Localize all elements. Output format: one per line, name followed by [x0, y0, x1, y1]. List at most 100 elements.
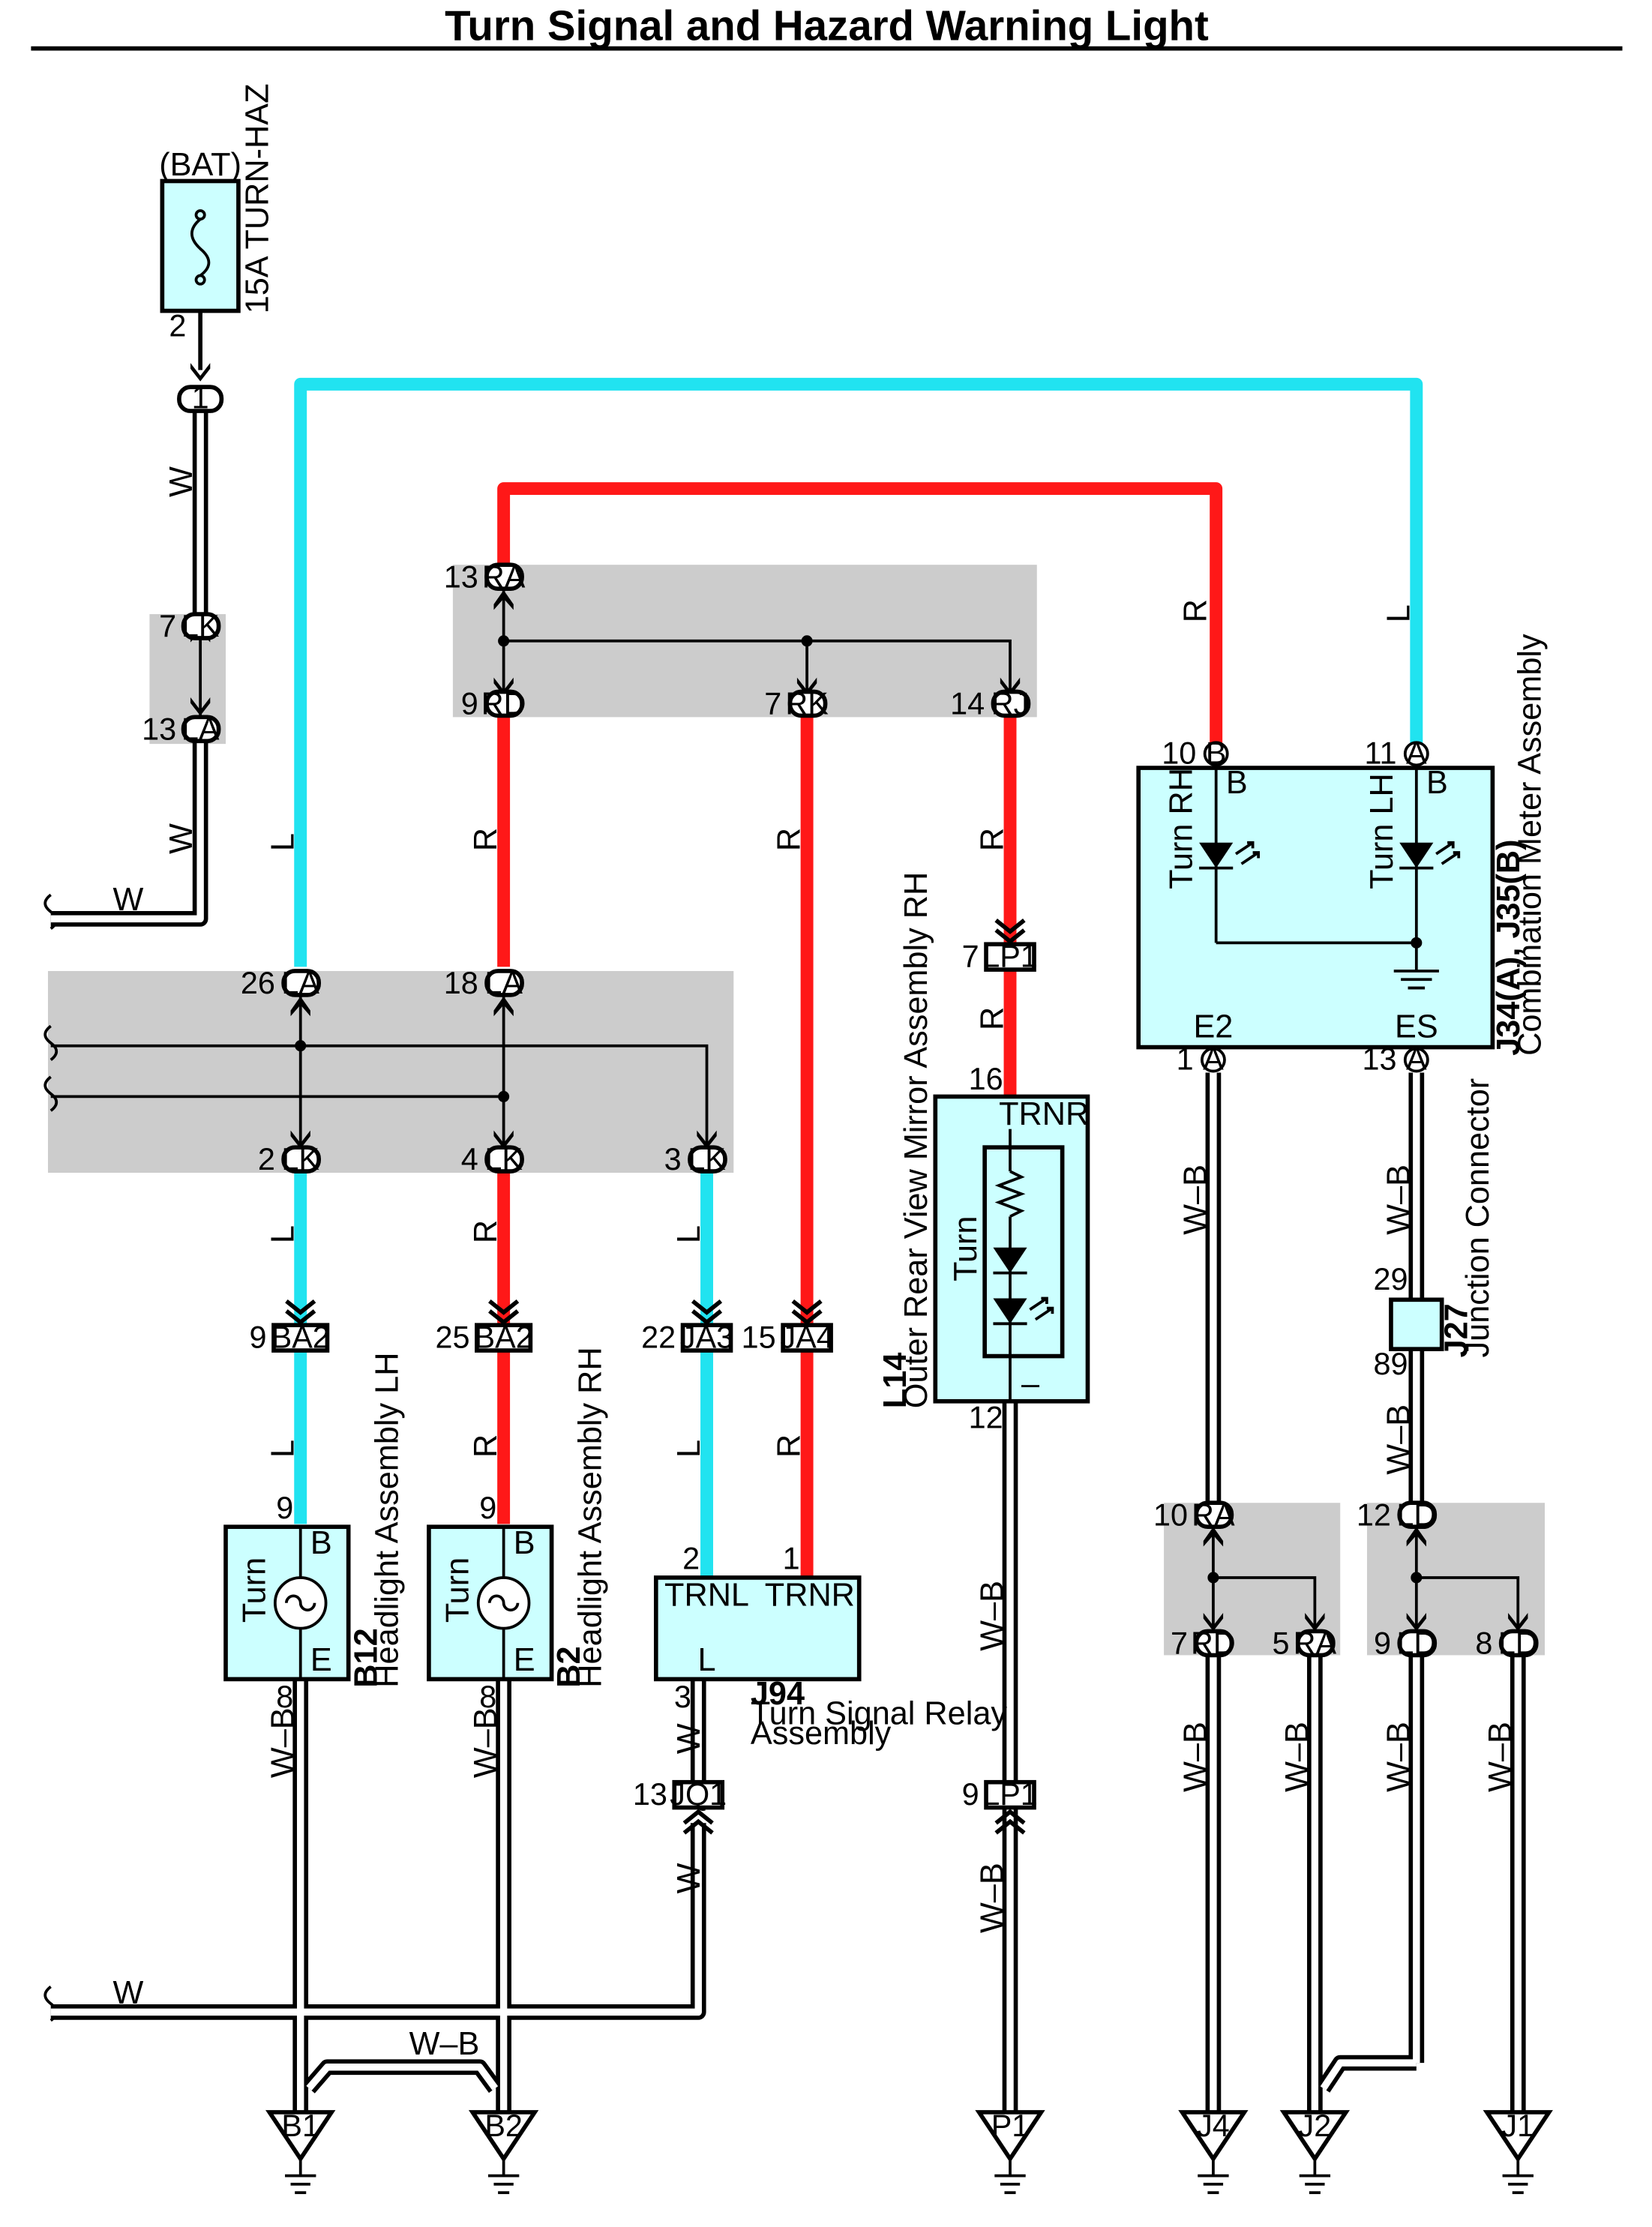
combination-meter: B B Turn RH Turn LH E2 ES J34(A), J35(B)…	[1136, 634, 1548, 1077]
svg-text:E: E	[514, 1642, 535, 1678]
svg-text:J1: J1	[1501, 2109, 1534, 2143]
svg-text:BA2: BA2	[271, 1320, 330, 1354]
svg-text:R: R	[468, 828, 504, 851]
svg-text:9: 9	[250, 1320, 267, 1354]
svg-text:RA: RA	[1294, 1626, 1337, 1661]
svg-text:L: L	[671, 1225, 707, 1243]
svg-text:W: W	[671, 1863, 707, 1893]
headlight-rh: B E Turn 9 8 B2 Headlight Assembly RH	[427, 1347, 608, 1714]
wire-color-labels: W W W L R R R R R L L R L L R L R W W W …	[113, 466, 1519, 2062]
svg-text:22: 22	[641, 1320, 676, 1354]
ground-j1: J1	[1483, 2109, 1553, 2195]
svg-text:L: L	[1381, 604, 1417, 622]
svg-text:89: 89	[1374, 1347, 1408, 1381]
connector-ld9: LD9	[1374, 1626, 1438, 1661]
headlight-lh-code: B12	[348, 1628, 384, 1687]
svg-text:R: R	[975, 1007, 1011, 1030]
bat-source-label: (BAT)	[159, 147, 241, 183]
svg-text:W–B: W–B	[409, 2026, 480, 2062]
svg-text:E2: E2	[1193, 1009, 1233, 1045]
svg-text:13: 13	[633, 1777, 667, 1812]
svg-text:12: 12	[1357, 1497, 1391, 1532]
svg-text:1: 1	[192, 380, 209, 415]
svg-text:W–B: W–B	[1178, 1164, 1214, 1235]
svg-text:LD: LD	[1396, 1497, 1436, 1532]
meter-code: J34(A), J35(B)	[1491, 839, 1527, 1055]
svg-text:LK: LK	[281, 1142, 319, 1176]
ground-b2: B2	[468, 2109, 539, 2195]
turn-signal-relay: TRNL TRNR L 2 1 3 J94 Turn Signal Relay …	[653, 1542, 1007, 1752]
svg-text:W–B: W–B	[1381, 1164, 1417, 1235]
svg-text:P1: P1	[991, 2109, 1030, 2143]
svg-text:W–B: W–B	[1381, 1722, 1417, 1792]
headlight-lh: B E Turn 9 8 B12 Headlight Assembly LH	[223, 1353, 406, 1714]
svg-text:3: 3	[674, 1680, 691, 1714]
svg-text:W: W	[113, 882, 144, 918]
svg-text:Turn: Turn	[237, 1557, 273, 1623]
svg-text:Turn: Turn	[440, 1557, 476, 1623]
svg-text:W–B: W–B	[468, 1707, 504, 1778]
relay-name-line2: Assembly	[751, 1716, 892, 1752]
svg-text:Turn LH: Turn LH	[1364, 773, 1400, 889]
svg-text:16: 16	[969, 1062, 1003, 1096]
ground-j4: J4	[1178, 2109, 1249, 2195]
svg-text:JA3: JA3	[680, 1320, 733, 1354]
svg-text:12: 12	[969, 1401, 1003, 1435]
svg-text:4: 4	[461, 1142, 478, 1176]
mirror-name: Outer Rear View Mirror Assembly RH	[898, 872, 934, 1408]
splice-top: 1	[177, 380, 224, 415]
svg-text:11: 11	[1365, 736, 1397, 770]
svg-text:W–B: W–B	[975, 1581, 1011, 1651]
svg-text:ES: ES	[1395, 1009, 1438, 1045]
led-rh-icon	[1199, 842, 1234, 868]
svg-text:LK: LK	[484, 1142, 523, 1176]
svg-text:LA: LA	[181, 712, 220, 746]
svg-text:W: W	[113, 1975, 144, 2011]
connector-ra5: RA5	[1272, 1626, 1336, 1661]
connector-rd7: RD7	[1171, 1626, 1236, 1661]
svg-text:25: 25	[435, 1320, 469, 1354]
svg-text:10: 10	[1153, 1497, 1188, 1532]
svg-text:W–B: W–B	[1178, 1722, 1214, 1792]
svg-text:LA: LA	[281, 966, 319, 1000]
junction-connector: 29 89 J27 Junction Connector	[1374, 1078, 1496, 1381]
svg-text:13: 13	[1362, 1042, 1396, 1077]
svg-text:L: L	[697, 1642, 715, 1678]
svg-text:8: 8	[1475, 1626, 1492, 1661]
svg-text:26: 26	[241, 966, 275, 1000]
ground-b1: B1	[265, 2109, 336, 2195]
svg-text:9: 9	[1374, 1626, 1391, 1661]
svg-text:5: 5	[1272, 1626, 1289, 1661]
svg-text:R: R	[772, 828, 808, 851]
svg-text:7: 7	[1171, 1626, 1188, 1661]
svg-text:9: 9	[276, 1491, 293, 1525]
svg-text:2: 2	[258, 1142, 275, 1176]
connector-rd: RD9	[461, 687, 526, 721]
svg-text:LA: LA	[484, 966, 523, 1000]
mirror-led2-icon	[993, 1298, 1027, 1324]
connector-lk-upper: LK7	[159, 609, 221, 643]
svg-text:B1: B1	[281, 2109, 319, 2143]
svg-text:L: L	[265, 833, 301, 851]
svg-text:W: W	[163, 466, 199, 497]
svg-text:LK: LK	[181, 609, 220, 643]
svg-text:B2: B2	[484, 2109, 523, 2143]
svg-text:W–B: W–B	[1279, 1722, 1315, 1792]
svg-text:–: –	[1021, 1365, 1040, 1401]
double-line-wires	[50, 409, 1526, 2117]
svg-text:29: 29	[1374, 1262, 1408, 1296]
diagram-title: Turn Signal and Hazard Warning Light	[445, 1, 1209, 49]
